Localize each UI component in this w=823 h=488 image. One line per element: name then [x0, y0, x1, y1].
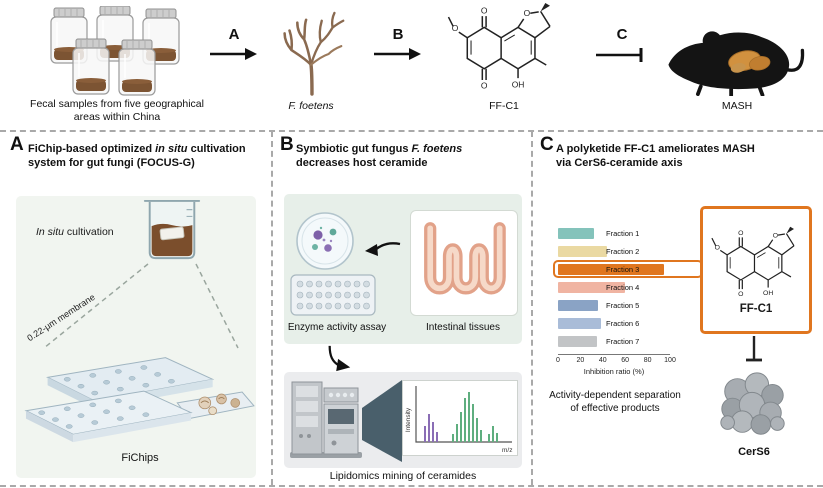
chart-row-label: Fraction 5	[606, 300, 640, 310]
chart-row-label: Fraction 7	[606, 336, 640, 346]
panel-c-title-line2: via CerS6-ceramide axis	[556, 157, 683, 169]
x-tick-label: 100	[664, 357, 676, 364]
panel-a-letter: A	[10, 134, 24, 155]
chart-row-label: Fraction 1	[606, 228, 640, 238]
fecal-samples-caption: Fecal samples from five geographical are…	[30, 98, 204, 123]
chart-row: Fraction 1	[558, 228, 670, 239]
in-situ-label-italic: In situ	[36, 226, 65, 238]
lipidomics-caption: Lipidomics mining of ceramides	[329, 470, 477, 482]
panel-a-title-pre: FiChip-based optimized	[28, 143, 156, 155]
fraction-chart-rows: Fraction 1 Fraction 2 Fraction 3 Fraction 4…	[553, 228, 703, 347]
spectrum-purple-peaks	[424, 414, 438, 442]
chart-row-label: Fraction 4	[606, 282, 640, 292]
separation-caption: Activity-dependent separation of effecti…	[542, 390, 688, 415]
beaker-illustration	[143, 199, 201, 260]
arrow-left-icon	[365, 242, 401, 256]
fecal-jars-illustration	[50, 6, 180, 96]
mass-spectrum-chart: Intensity m/z	[402, 380, 518, 456]
in-situ-label-post: cultivation	[64, 226, 114, 238]
chart-row: Fraction 2	[558, 246, 670, 257]
x-tick-label: 80	[643, 357, 652, 364]
step-c-label: C	[616, 26, 628, 43]
panel-a-title-line2: system for gut fungi (FOCUS-G)	[28, 157, 195, 169]
chart-row: Fraction 7	[558, 336, 670, 347]
fraction-chart-xlabel: Inhibition ratio (%)	[583, 367, 645, 376]
intestinal-tissues-caption: Intestinal tissues	[426, 322, 500, 333]
mouse-illustration	[668, 31, 805, 96]
chart-bar	[558, 282, 626, 293]
chart-row: Fraction 3	[553, 260, 703, 278]
intestine-illustration	[424, 222, 506, 295]
step-a-label: A	[228, 26, 240, 43]
compound-caption: FF-C1	[489, 100, 519, 112]
panel-c-title: A polyketide FF-C1 ameliorates MASH via …	[556, 142, 816, 170]
ffc1-structure-illustration	[447, 2, 551, 92]
projection-dashed-lines	[43, 263, 239, 349]
chart-row-label: Fraction 6	[606, 318, 640, 328]
chart-bar	[558, 300, 599, 311]
fichips-illustration	[24, 357, 255, 443]
disease-caption: MASH	[721, 100, 753, 112]
chart-row: Fraction 5	[558, 300, 670, 311]
ffc1-box-label: FF-C1	[739, 302, 773, 315]
panel-c-title-line1: A polyketide FF-C1 ameliorates MASH	[556, 143, 755, 155]
panel-a-title: FiChip-based optimized in situ cultivati…	[28, 142, 256, 170]
chart-bar	[558, 228, 594, 239]
fichips-caption: FiChips	[121, 452, 159, 464]
fraction-bar-chart: Fraction 1 Fraction 2 Fraction 3 Fraction 4…	[553, 228, 703, 376]
petri-dish-illustration	[296, 212, 354, 270]
ffc1-highlight-box: FF-C1	[700, 206, 812, 334]
arrow-a-icon	[210, 48, 257, 60]
cers6-protein-illustration	[720, 372, 785, 435]
panel-b-title: Symbiotic gut fungus F. foetens decrease…	[296, 142, 524, 170]
panel-a-title-post: cultivation	[187, 143, 246, 155]
chart-bar	[558, 264, 665, 275]
panel-b-title-pre: Symbiotic gut fungus	[296, 143, 412, 155]
panel-c-letter: C	[540, 134, 554, 155]
spectrum-green-peaks	[452, 392, 498, 442]
separation-caption-line2: of effective products	[570, 402, 660, 414]
spectrum-y-label: Intensity	[405, 407, 412, 432]
liver-illustration	[728, 50, 771, 73]
chart-row-label: Fraction 2	[606, 246, 640, 256]
x-tick-label: 0	[556, 357, 560, 364]
in-situ-cultivation-label: In situ cultivation	[36, 226, 114, 238]
panel-b-title-italic: F. foetens	[411, 143, 463, 155]
chart-bar	[558, 246, 608, 257]
panel-b-letter: B	[280, 134, 294, 155]
inhibition-down-icon	[746, 336, 762, 362]
horizontal-divider-top	[0, 130, 823, 132]
well-plate-illustration	[290, 274, 376, 316]
fraction-chart-axis: 0 20 40 60 80 100	[556, 354, 676, 367]
chart-bar	[558, 336, 598, 347]
cers6-caption: CerS6	[738, 446, 770, 458]
panel-a-title-italic: in situ	[155, 143, 188, 155]
vertical-divider-bc	[531, 131, 533, 485]
intestinal-tissue-box	[410, 210, 518, 316]
arrow-b-icon	[374, 48, 421, 60]
x-tick-label: 40	[598, 357, 607, 364]
chart-row-label: Fraction 3	[606, 264, 640, 274]
panel-b-title-line2: decreases host ceramide	[296, 157, 428, 169]
x-tick-label: 60	[621, 357, 630, 364]
x-tick-label: 20	[576, 357, 585, 364]
step-b-label: B	[392, 26, 404, 43]
hplc-instrument-illustration	[290, 380, 402, 462]
chart-bar	[558, 318, 601, 329]
arrow-down-icon	[328, 345, 351, 372]
chart-row: Fraction 6	[558, 318, 670, 329]
inhibition-arrow-icon	[596, 48, 643, 62]
chart-row: Fraction 4	[558, 282, 670, 293]
horizontal-divider-bottom	[0, 485, 823, 487]
fungus-illustration	[283, 11, 345, 96]
enzyme-assay-caption: Enzyme activity assay	[287, 322, 387, 333]
spectrum-x-label: m/z	[502, 447, 512, 454]
vertical-divider-ab	[271, 131, 273, 485]
fungus-caption: F. foetens	[288, 100, 334, 112]
ffc1-structure-small	[711, 225, 795, 299]
separation-caption-line1: Activity-dependent separation	[549, 390, 681, 401]
